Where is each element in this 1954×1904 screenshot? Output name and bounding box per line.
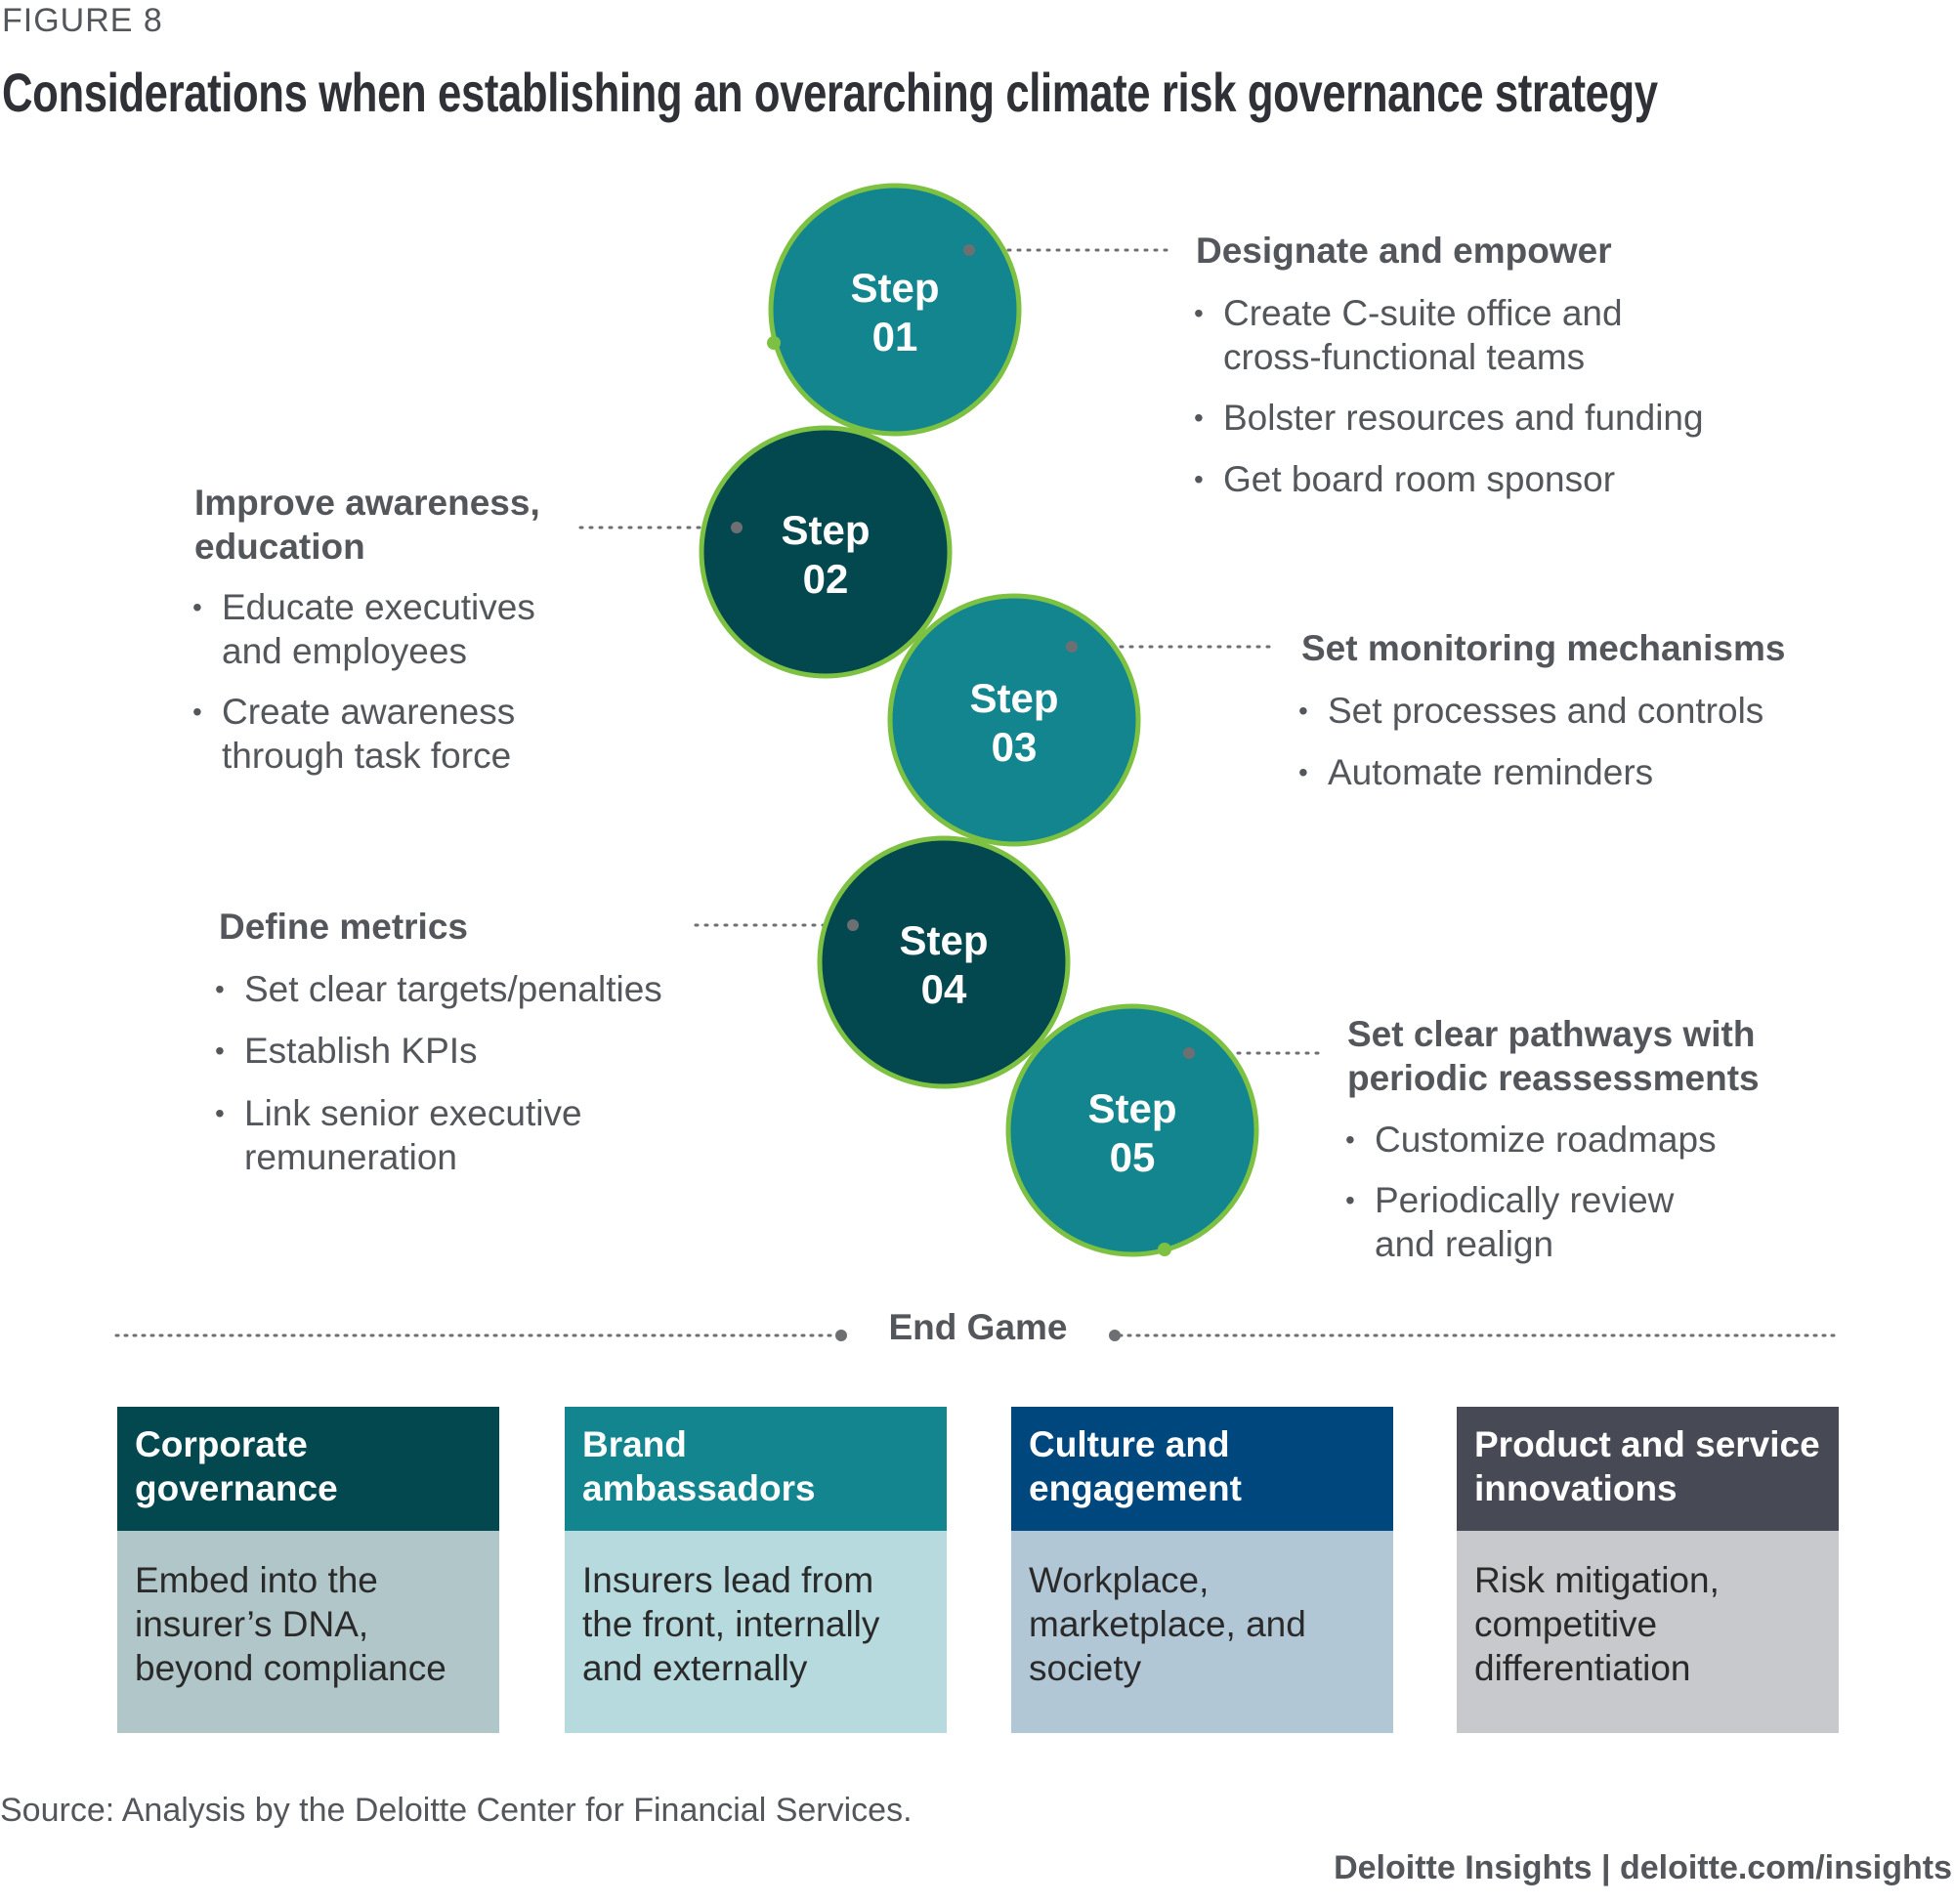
- step-num: 05: [1110, 1134, 1156, 1180]
- leader-dot: [1066, 641, 1078, 653]
- end-game-dot: [835, 1330, 847, 1341]
- step-4-bullet: Set clear targets/penalties: [215, 967, 662, 1011]
- outcome-title: Culture and engagement: [1011, 1407, 1393, 1531]
- bullet-line: Customize roadmaps: [1375, 1120, 1717, 1160]
- end-game-dot: [1109, 1330, 1121, 1341]
- step-num: 04: [921, 966, 967, 1012]
- outcome-title: Brand ambassadors: [565, 1407, 947, 1531]
- heading-line: Set monitoring mechanisms: [1301, 628, 1786, 668]
- leader-dot: [1183, 1047, 1195, 1059]
- step-3-bullet: Set processes and controls: [1298, 689, 1764, 733]
- step-3-bullet: Automate reminders: [1298, 750, 1654, 794]
- outcome-title: Product and service innovations: [1457, 1407, 1839, 1531]
- step-1-bullet: Bolster resources and funding: [1194, 396, 1704, 440]
- step-5-bullet: Customize roadmaps: [1345, 1118, 1717, 1162]
- heading-line: Set clear pathways with: [1347, 1014, 1756, 1054]
- step-word: Step: [781, 507, 870, 553]
- outcome-body: Risk mitigation, competitive differentia…: [1457, 1531, 1839, 1733]
- page-title: Considerations when establishing an over…: [2, 62, 1658, 123]
- bullet-line: Link senior executive: [244, 1093, 582, 1133]
- bullet-line: remuneration: [244, 1137, 458, 1177]
- bullet-line: Create C-suite office and: [1223, 293, 1623, 333]
- bullet-line: Periodically review: [1375, 1180, 1675, 1220]
- outcome-body: Insurers lead from the front, internally…: [565, 1531, 947, 1733]
- heading-line: Designate and empower: [1196, 231, 1612, 271]
- end-game-label: End Game: [888, 1307, 1068, 1347]
- step-1-bullet: Create C-suite office andcross-functiona…: [1194, 291, 1623, 379]
- step-4-bullet: Establish KPIs: [215, 1029, 478, 1073]
- step-word: Step: [969, 675, 1058, 721]
- bullet-line: through task force: [222, 736, 512, 776]
- step-1-heading: Designate and empower: [1196, 229, 1612, 273]
- bullet-line: Set processes and controls: [1328, 691, 1764, 731]
- path-start-dot: [767, 336, 781, 350]
- step-3-heading: Set monitoring mechanisms: [1301, 626, 1786, 670]
- step-num: 02: [803, 556, 849, 602]
- bullet-line: Set clear targets/penalties: [244, 969, 662, 1009]
- step-word: Step: [850, 265, 939, 311]
- bullet-line: Create awareness: [222, 692, 516, 732]
- heading-line: Define metrics: [219, 907, 468, 947]
- leader-dot: [847, 919, 859, 931]
- step-num: 01: [872, 314, 918, 360]
- bullet-line: Automate reminders: [1328, 752, 1654, 792]
- leader-dot: [963, 244, 975, 256]
- figure-label: FIGURE 8: [2, 2, 163, 39]
- bullet-line: Educate executives: [222, 587, 535, 627]
- leader-dots: [731, 244, 1195, 1059]
- leader-dot: [731, 522, 743, 533]
- step-num: 03: [992, 724, 1038, 770]
- bullet-line: Get board room sponsor: [1223, 459, 1616, 499]
- path-end-dot: [1158, 1243, 1171, 1256]
- heading-line: periodic reassessments: [1347, 1058, 1760, 1098]
- step-word: Step: [1087, 1085, 1176, 1131]
- heading-line: education: [194, 527, 365, 567]
- heading-line: Improve awareness,: [194, 483, 540, 523]
- step-4-heading: Define metrics: [219, 905, 468, 949]
- step-word: Step: [899, 917, 988, 963]
- bullet-line: and employees: [222, 631, 467, 671]
- outcome-body: Workplace, marketplace, and society: [1011, 1531, 1393, 1733]
- outcome-body: Embed into the insurer’s DNA, beyond com…: [117, 1531, 499, 1733]
- bullet-line: and realign: [1375, 1224, 1554, 1264]
- step-1-bullet: Get board room sponsor: [1194, 457, 1616, 501]
- outcome-title: Corporate governance: [117, 1407, 499, 1531]
- bullet-line: Establish KPIs: [244, 1031, 478, 1071]
- footer-credit: Deloitte Insights | deloitte.com/insight…: [1334, 1849, 1952, 1886]
- step-2-heading: Improve awareness,education: [194, 481, 540, 569]
- bullet-line: cross-functional teams: [1223, 337, 1586, 377]
- source-note: Source: Analysis by the Deloitte Center …: [0, 1792, 913, 1829]
- bullet-line: Bolster resources and funding: [1223, 398, 1704, 438]
